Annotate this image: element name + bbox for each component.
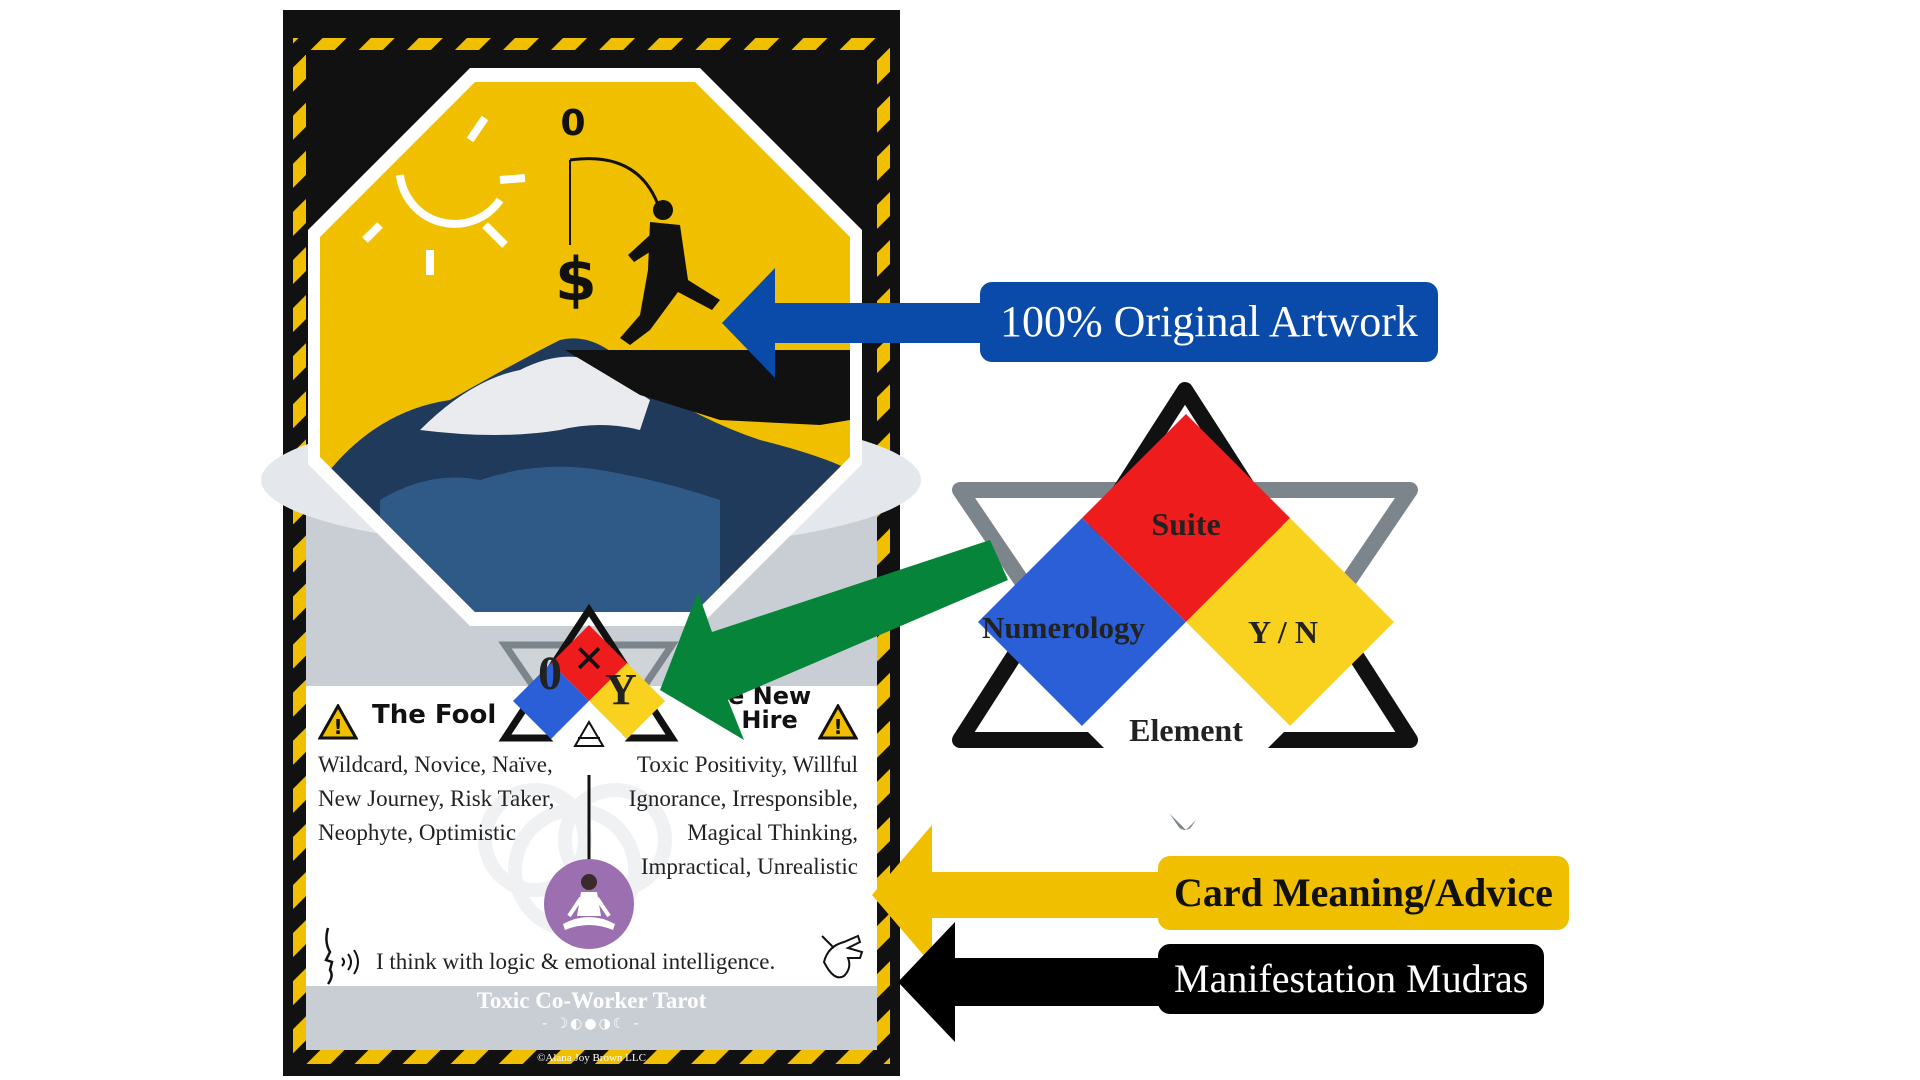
air-element-icon [573,720,605,747]
legend-numerology: Numerology [982,610,1146,645]
running-figure [620,200,720,345]
reversed-line: Ignorance, Irresponsible, [628,786,858,811]
card-title-left: The Fool [372,700,497,730]
upright-keywords: Wildcard, Novice, Naïve, New Journey, Ri… [318,748,554,850]
mudra-hand-icon [821,934,864,979]
legend-element: Element [1129,712,1243,748]
deck-name: Toxic Co-Worker Tarot [476,988,707,1013]
card-hazard-diamond: ✕ [498,603,679,777]
card-diamond-yn: Y [605,665,637,714]
svg-text:!: ! [333,715,342,739]
upright-line: Neophyte, Optimistic [318,820,517,845]
reversed-keywords: Toxic Positivity, Willful Ignorance, Irr… [600,748,858,884]
callout-meaning: Card Meaning/Advice [1158,856,1569,930]
warning-icon: ! [818,704,858,740]
reversed-line: Magical Thinking, [687,820,858,845]
legend-yn: Y / N [1248,614,1318,650]
legend-suite: Suite [1151,506,1221,542]
meditation-icon [544,859,634,949]
reversed-line: Toxic Positivity, Willful [636,752,858,777]
warning-icon: ! [318,704,358,740]
callout-artwork: 100% Original Artwork [980,282,1438,362]
svg-text:!: ! [833,715,842,739]
upright-line: New Journey, Risk Taker, [318,786,555,811]
speaking-head-icon [324,927,359,985]
sun-icon [362,115,526,275]
copyright: ©Alana Joy Brown LLC [537,1052,646,1064]
reversed-line: Impractical, Unrealistic [640,854,858,879]
dollar-icon: $ [555,245,597,315]
affirmation: I think with logic & emotional intellige… [376,949,776,974]
card-title-right: e New Hire [728,684,811,732]
callout-mudras: Manifestation Mudras [1158,944,1545,1014]
card-diamond-number: 0 [538,647,562,700]
card-number: 0 [560,103,585,144]
svg-text:✕: ✕ [573,637,605,681]
upright-line: Wildcard, Novice, Naïve, [318,752,553,777]
card-title-right-line2: Hire [741,706,798,734]
artwork: $ [320,82,850,612]
card-title-right-line1: e New [728,682,812,710]
moon-phases-icon: - ☽◐●◑☾ - [542,1016,641,1032]
